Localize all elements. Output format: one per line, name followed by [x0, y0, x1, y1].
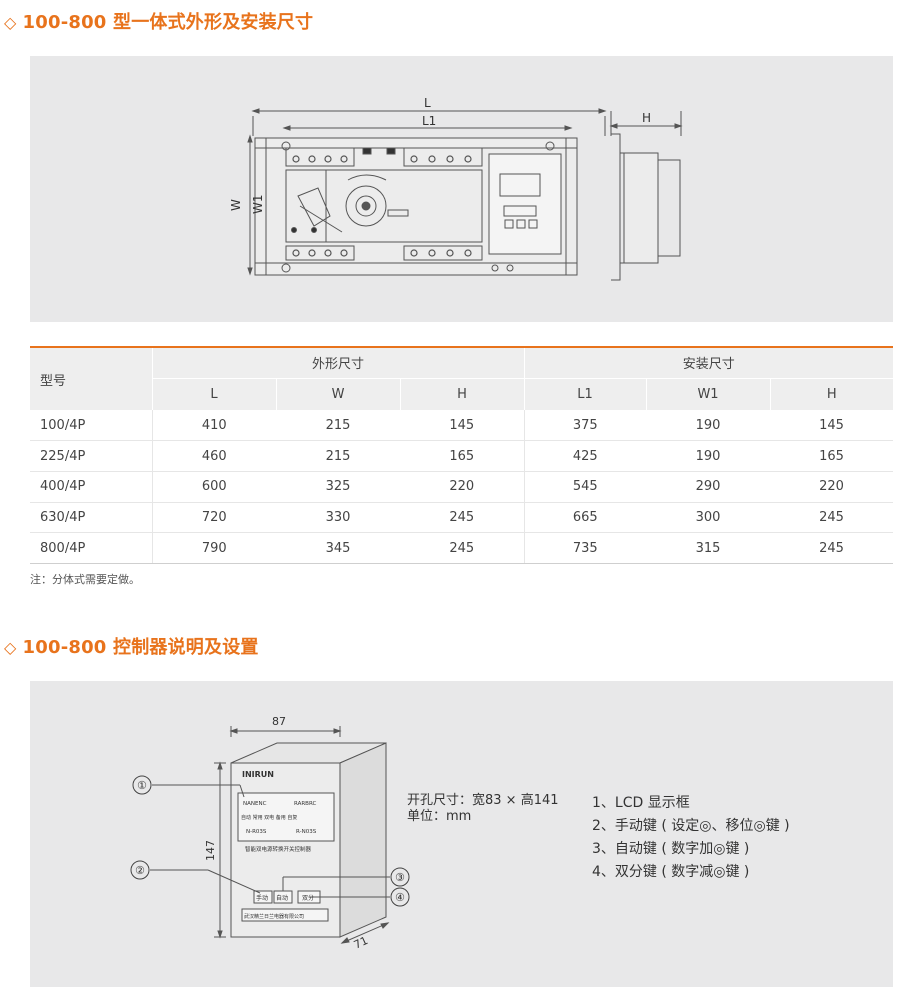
instruction-item: 3、自动键 ( 数字加◎键 ) [592, 841, 750, 857]
lcd-bottom-right: R-N03S [296, 829, 317, 835]
double-button-label: 双分 [302, 894, 314, 902]
model-cell: 100/4P [30, 410, 153, 442]
model-cell: 630/4P [30, 502, 153, 534]
dim-label-W: W [229, 199, 243, 211]
group-header-install: 安装尺寸 [524, 346, 893, 379]
dim-label-W1: W1 [251, 195, 265, 215]
company-label: 武汉精兰日兰电器有限公司 [244, 913, 304, 920]
diamond-icon: ◇ [4, 638, 17, 657]
brand-logo: INIRUN [242, 770, 274, 779]
switch-outline-drawing: L L1 H W W1 [229, 96, 683, 281]
table-cell: 165 [770, 440, 893, 472]
column-header: W1 [646, 378, 771, 410]
dimension-table: 型号 外形尺寸 安装尺寸 L W H L1 W1 H 100/4P 410 21… [30, 346, 893, 564]
cutout-size-text: 开孔尺寸：宽83 × 高141 [407, 793, 559, 808]
model-column-header: 型号 [30, 346, 153, 410]
table-cell: 220 [400, 471, 525, 503]
callout-4-label: ④ [395, 891, 405, 904]
controller-drawing-panel: 87 147 71 INIRUN NANENC RARBRC 自动 常用 双电 … [30, 681, 893, 987]
table-cell: 600 [152, 471, 276, 503]
table-cell: 315 [646, 532, 770, 564]
table-cell: 790 [152, 532, 276, 564]
table-cell: 220 [770, 471, 893, 503]
callout-4-icon [390, 887, 410, 907]
column-header: H [400, 378, 525, 410]
table-cell: 190 [646, 440, 770, 472]
table-row: 100/4P 410 215 145 375 190 145 [30, 410, 893, 442]
table-cell: 345 [276, 532, 400, 564]
lcd-bottom-left: N-R03S [246, 829, 267, 835]
dim-label-width: 87 [272, 715, 286, 728]
table-row: 400/4P 600 325 220 545 290 220 [30, 471, 893, 503]
table-cell: 245 [400, 502, 525, 534]
instruction-item: 4、双分键 ( 数字减◎键 ) [592, 864, 750, 880]
column-header: H [770, 378, 893, 410]
column-header: L1 [524, 378, 647, 410]
model-cell: 400/4P [30, 471, 153, 503]
controller-drawing: 87 147 71 INIRUN NANENC RARBRC 自动 常用 双电 … [130, 715, 410, 952]
table-cell: 215 [276, 440, 400, 472]
manual-button-label: 手动 [256, 894, 268, 902]
dim-label-height: 147 [204, 840, 217, 861]
table-cell: 545 [524, 471, 646, 503]
table-cell: 215 [276, 410, 400, 442]
table-cell: 145 [770, 410, 893, 442]
table-cell: 425 [524, 440, 646, 472]
auto-button-label: 自动 [276, 894, 288, 902]
table-cell: 720 [152, 502, 276, 534]
table-cell: 460 [152, 440, 276, 472]
table-cell: 300 [646, 502, 770, 534]
table-cell: 190 [646, 410, 770, 442]
dim-label-L: L [424, 96, 431, 110]
instruction-item: 2、手动键 ( 设定◎、移位◎键 ) [592, 818, 790, 834]
lcd-top-left: NANENC [243, 801, 267, 807]
callout-2-icon [130, 860, 150, 880]
section-title-controller: ◇ 100-800 控制器说明及设置 [4, 633, 259, 659]
dim-label-L1: L1 [422, 114, 436, 128]
table-cell: 145 [400, 410, 525, 442]
table-cell: 245 [770, 532, 893, 564]
column-header: W [276, 378, 401, 410]
section-title-dimensions: ◇ 100-800 型一体式外形及安装尺寸 [4, 8, 313, 34]
table-cell: 375 [524, 410, 646, 442]
table-cell: 735 [524, 532, 646, 564]
outline-drawing-panel: L L1 H W W1 [30, 56, 893, 322]
callout-3-label: ③ [395, 871, 405, 884]
lcd-top-right: RARBRC [294, 801, 317, 807]
section-title-text: 100-800 控制器说明及设置 [22, 637, 259, 658]
model-cell: 800/4P [30, 532, 153, 564]
callout-3-icon [390, 867, 410, 887]
model-cell: 225/4P [30, 440, 153, 472]
panel-caption: 智能双电源转换开关控制器 [245, 845, 312, 853]
lcd-status-row: 自动 常用 双电 备用 自复 [241, 814, 297, 821]
table-cell: 290 [646, 471, 770, 503]
table-note: 注：分体式需要定做。 [30, 573, 140, 586]
dim-label-depth: 71 [352, 934, 370, 952]
dim-label-H: H [642, 111, 651, 125]
column-header: L [152, 378, 277, 410]
section-title-text: 100-800 型一体式外形及安装尺寸 [22, 12, 314, 33]
callout-1-icon [132, 775, 152, 795]
table-cell: 165 [400, 440, 525, 472]
group-header-outline: 外形尺寸 [152, 346, 525, 379]
unit-text: 单位：mm [407, 809, 472, 824]
callout-1-label: ① [137, 779, 147, 792]
instruction-item: 1、LCD 显示框 [592, 795, 690, 811]
diamond-icon: ◇ [4, 13, 17, 32]
table-row: 800/4P 790 345 245 735 315 245 [30, 532, 893, 564]
table-cell: 330 [276, 502, 400, 534]
table-cell: 245 [400, 532, 525, 564]
table-cell: 245 [770, 502, 893, 534]
table-row: 630/4P 720 330 245 665 300 245 [30, 502, 893, 534]
table-cell: 410 [152, 410, 276, 442]
callout-2-label: ② [135, 864, 145, 877]
table-cell: 665 [524, 502, 646, 534]
table-cell: 325 [276, 471, 400, 503]
table-row: 225/4P 460 215 165 425 190 165 [30, 440, 893, 472]
